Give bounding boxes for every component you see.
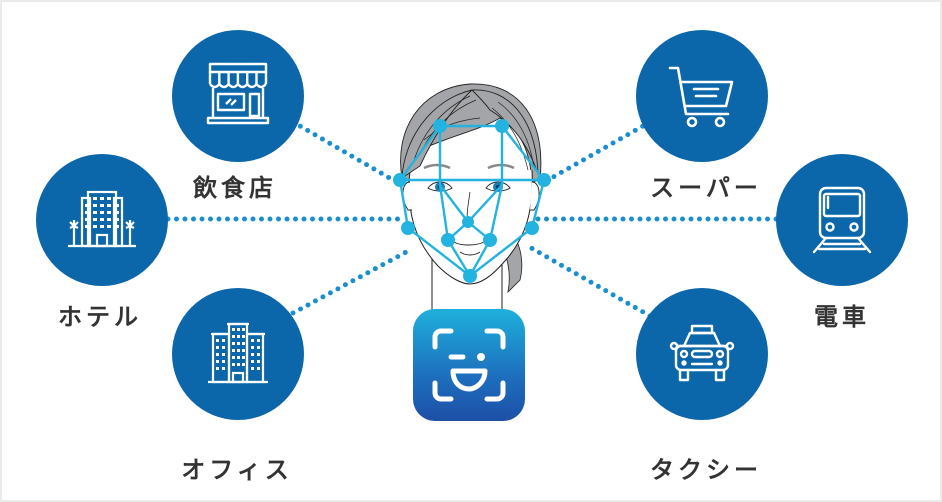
- connector-supermarket: [545, 119, 653, 183]
- storefront-icon: [206, 62, 270, 125]
- node-taxi: [636, 288, 768, 420]
- connector-taxi: [523, 242, 653, 319]
- label-restaurant: 飲食店: [193, 174, 277, 202]
- node-supermarket: [636, 30, 768, 162]
- node-train: [776, 154, 908, 286]
- hotel-building-palm-icon: [68, 190, 136, 248]
- shopping-cart-icon: [668, 66, 734, 128]
- connector-restaurant: [290, 119, 396, 183]
- label-supermarket: スーパー: [650, 174, 762, 202]
- node-office: [172, 288, 304, 420]
- office-building-icon: [208, 322, 268, 384]
- face-id-wink-icon: [432, 328, 506, 402]
- label-taxi: タクシー: [650, 456, 762, 484]
- train-icon: [812, 186, 872, 254]
- label-office: オフィス: [181, 456, 293, 484]
- face-recognition-illustration: [393, 83, 551, 310]
- label-hotel: ホテル: [58, 303, 142, 331]
- label-train: 電車: [814, 303, 870, 331]
- connector-office: [290, 247, 413, 316]
- node-restaurant: [172, 30, 304, 162]
- face-id-app-icon: [413, 309, 525, 421]
- taxi-icon: [669, 324, 735, 382]
- node-hotel: [36, 154, 168, 286]
